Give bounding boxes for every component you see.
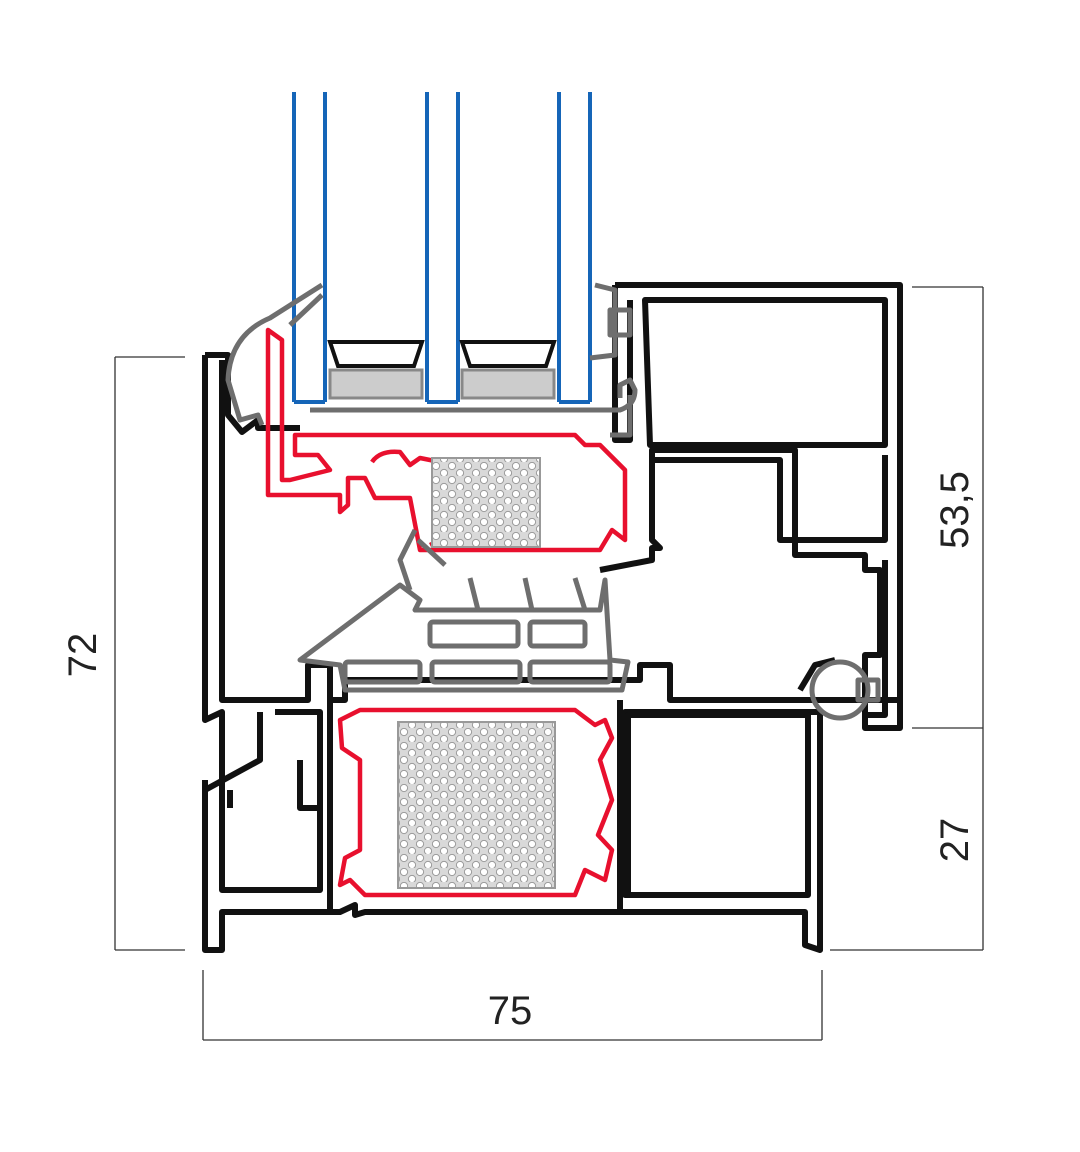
dimension-frame-lower-height: 27: [933, 818, 977, 863]
frame-profile: [202, 282, 903, 953]
gaskets: [225, 282, 881, 721]
dimension-sash-height: 53,5: [933, 471, 977, 549]
dimension-lines: [114, 286, 984, 1041]
dimension-frame-width: 75: [488, 989, 533, 1033]
sash-insulation: [431, 457, 541, 548]
glass-spacers: [327, 340, 557, 400]
frame-insulation: [397, 721, 556, 889]
thermal-break: [265, 327, 628, 898]
dimension-frame-height: 72: [61, 633, 105, 678]
glass-panes: [292, 92, 592, 404]
